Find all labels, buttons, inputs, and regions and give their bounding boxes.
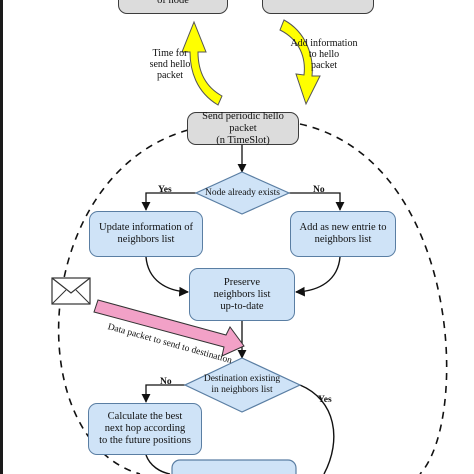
decision-destination-existing	[183, 357, 302, 413]
envelope-icon	[51, 277, 91, 305]
add-information-label: Add information to hello packet	[290, 38, 358, 71]
no1-label: No	[313, 185, 325, 195]
yellow-arrow-left	[181, 20, 223, 106]
bottom-partial-box	[171, 459, 297, 474]
preserve-neighbors-box: Preserve neighbors list up-to-date	[189, 268, 295, 321]
arrow-no2-to-calc	[141, 384, 185, 403]
time-for-send-label: Time for send hello packet	[149, 48, 191, 81]
yes2-label: Yes	[318, 395, 332, 405]
pink-data-packet-arrow	[93, 299, 245, 357]
arrow-yes1-to-update	[141, 192, 196, 211]
send-hello-packet-box: Send periodic hello packet (n TimeSlot)	[187, 111, 299, 146]
top-left-box: of node	[118, 0, 228, 14]
decision1-text: Node already exists	[205, 187, 280, 198]
arrow-no1-to-add	[289, 192, 345, 211]
decision2-text: Destination existing in neighbors list	[203, 374, 281, 395]
page-edge-bar	[0, 0, 3, 474]
arrow-calc-down	[145, 454, 171, 474]
no2-label: No	[160, 377, 172, 387]
yellow-arrow-right	[279, 19, 321, 106]
top-right-box	[262, 0, 374, 14]
yes1-label: Yes	[158, 185, 172, 195]
decision-node-exists	[194, 171, 291, 215]
arrow-update-to-preserve	[145, 256, 189, 297]
arrow-yes2-down	[299, 384, 335, 474]
update-neighbors-box: Update information of neighbors list	[89, 211, 203, 257]
calculate-next-hop-box: Calculate the best next hop according to…	[88, 403, 202, 455]
arrow-add-to-preserve	[295, 256, 341, 297]
add-entry-box: Add as new entrie to neighbors list	[290, 211, 396, 257]
